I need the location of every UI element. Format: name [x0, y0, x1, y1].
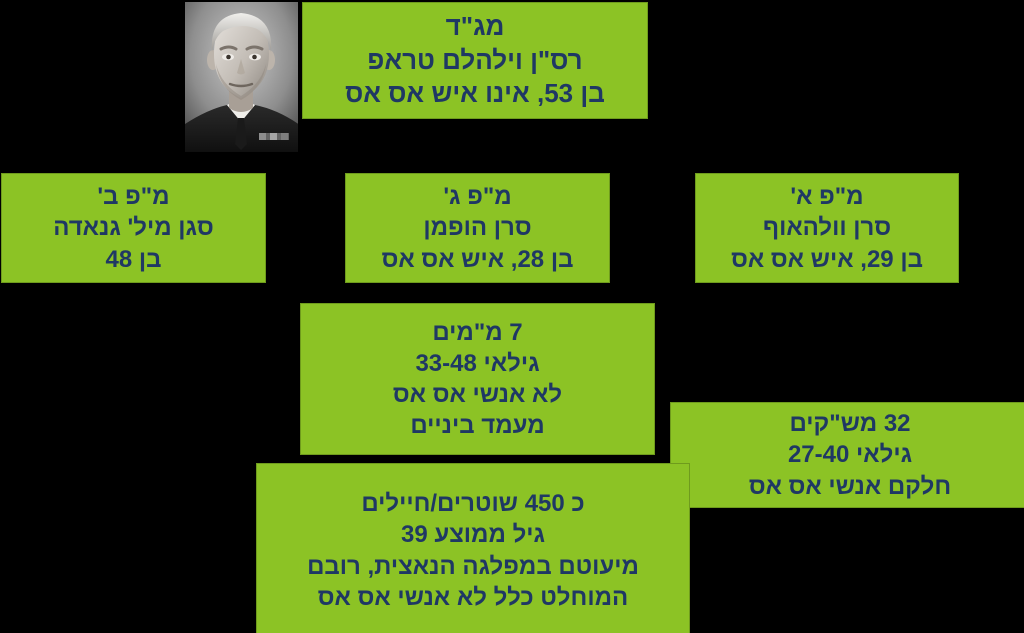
company-b-role: מ"פ ב'	[97, 183, 170, 211]
platoon-count: 7 מ"מים	[432, 318, 523, 346]
nco-ages: גילאי 27-40	[787, 441, 913, 469]
commander-portrait-photo	[185, 2, 298, 152]
ranks-party-line-1: מיעוטם במפלגה הנאצית, רובם	[307, 552, 639, 580]
commander-role: מג"ד	[445, 10, 505, 41]
company-g-details: בן 28, איש אס אס	[381, 245, 574, 273]
platoon-ages: גילאי 33-48	[415, 349, 540, 377]
ranks-average-age: גיל ממוצע 39	[400, 521, 546, 549]
company-a-name: סרן וולהאוף	[762, 214, 892, 242]
company-a-details: בן 29, איש אס אס	[731, 245, 923, 273]
company-g-name: סרן הופמן	[423, 214, 532, 242]
rank-and-file-box: כ 450 שוטרים/חיילים גיל ממוצע 39 מיעוטם …	[256, 463, 690, 633]
commander-box: מג"ד רס"ן וילהלם טראפ בן 53, אינו איש אס…	[302, 2, 648, 119]
commander-name: רס"ן וילהלם טראפ	[367, 44, 583, 75]
company-b-details: בן 48	[105, 245, 162, 273]
ranks-count: כ 450 שוטרים/חיילים	[361, 490, 585, 518]
ranks-party-line-2: המוחלט כלל לא אנשי אס אס	[317, 583, 629, 611]
platoon-affiliation: לא אנשי אס אס	[392, 381, 563, 408]
nco-count: 32 מש"קים	[789, 410, 911, 438]
ncos-box: 32 מש"קים גילאי 27-40 חלקם אנשי אס אס	[670, 402, 1024, 508]
company-g-box: מ"פ ג' סרן הופמן בן 28, איש אס אס	[345, 173, 610, 283]
company-a-box: מ"פ א' סרן וולהאוף בן 29, איש אס אס	[695, 173, 959, 283]
platoon-class: מעמד ביניים	[410, 412, 545, 440]
company-a-role: מ"פ א'	[790, 183, 864, 211]
commander-details: בן 53, אינו איש אס אס	[345, 78, 605, 109]
platoon-commanders-box: 7 מ"מים גילאי 33-48 לא אנשי אס אס מעמד ב…	[300, 303, 655, 455]
company-b-box: מ"פ ב' סגן מיל' גנאדה בן 48	[1, 173, 266, 283]
company-g-role: מ"פ ג'	[443, 183, 512, 211]
company-b-name: סגן מיל' גנאדה	[53, 214, 214, 242]
nco-affiliation: חלקם אנשי אס אס	[748, 472, 952, 500]
